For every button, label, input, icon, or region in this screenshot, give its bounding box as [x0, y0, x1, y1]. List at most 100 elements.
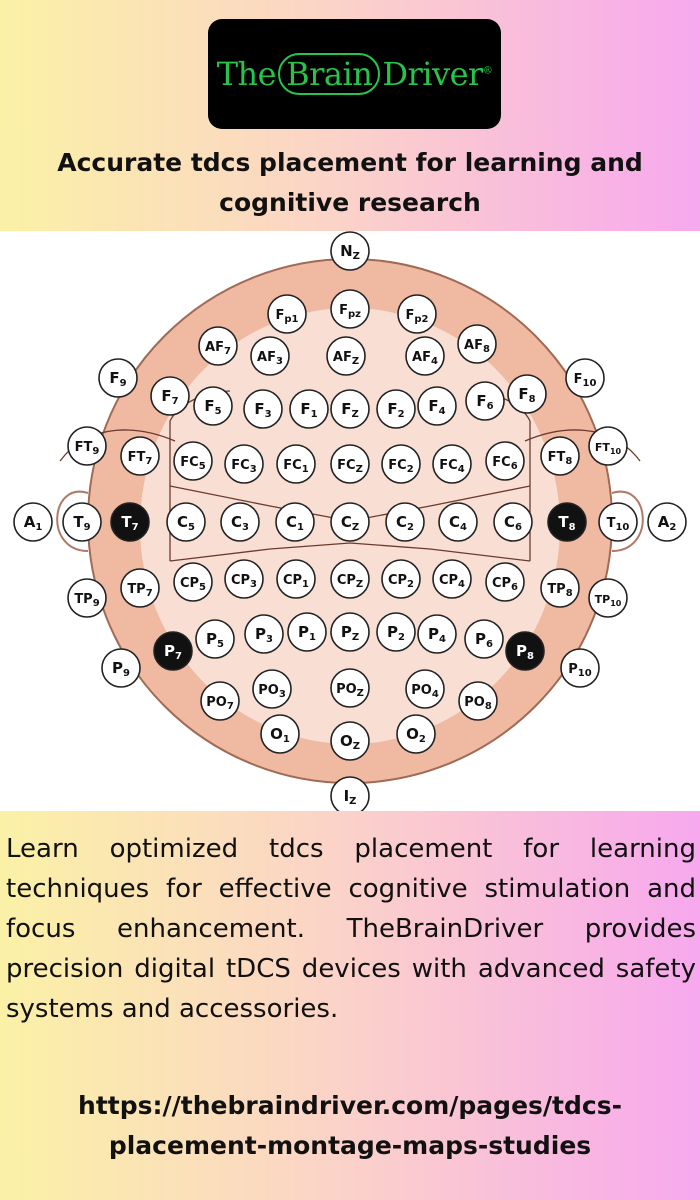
electrode-p2: P2	[376, 612, 416, 652]
electrode-fc6-label: FC6	[492, 455, 517, 472]
electrode-af7: AF7	[198, 326, 238, 366]
electrode-ft8-marker	[540, 436, 580, 476]
electrode-f4: F4	[417, 386, 457, 426]
electrode-nz-marker	[330, 231, 370, 271]
electrode-fz-marker	[330, 389, 370, 429]
electrode-p6-label: P6	[475, 630, 493, 650]
electrode-ft8: FT8	[540, 436, 580, 476]
electrode-nz: NZ	[330, 231, 370, 271]
electrode-cp2-marker	[381, 559, 421, 599]
electrode-p4-label: P4	[428, 625, 446, 645]
electrode-c3: C3	[220, 502, 260, 542]
website-link[interactable]: https://thebraindriver.com/pages/tdcs-pl…	[78, 1091, 622, 1160]
electrode-t8: T8	[547, 502, 587, 542]
electrode-po7-label: PO7	[206, 695, 234, 712]
electrode-tp9-marker	[67, 578, 107, 618]
electrode-c4-marker	[438, 502, 478, 542]
electrode-f4-label: F4	[428, 397, 445, 417]
electrode-po3-label: PO3	[258, 683, 286, 700]
electrode-fc2: FC2	[381, 444, 421, 484]
electrode-cp4-marker	[432, 559, 472, 599]
electrode-fc2-label: FC2	[388, 458, 413, 475]
electrode-p9-marker	[101, 648, 141, 688]
electrode-fc4-label: FC4	[439, 458, 464, 475]
electrode-fc6: FC6	[485, 441, 525, 481]
electrode-fc3: FC3	[224, 444, 264, 484]
electrode-fc4-marker	[432, 444, 472, 484]
electrode-f3: F3	[243, 389, 283, 429]
electrode-tp8: TP8	[540, 568, 580, 608]
electrode-f3-marker	[243, 389, 283, 429]
headline: Accurate tdcs placement for learning and…	[57, 148, 643, 217]
electrode-c1-marker	[275, 502, 315, 542]
logo-text-the: The	[216, 55, 277, 93]
electrode-p1-marker	[287, 612, 327, 652]
electrode-fc4: FC4	[432, 444, 472, 484]
electrode-tp10: TP10	[588, 578, 628, 618]
electrode-tp7-marker	[120, 568, 160, 608]
electrode-o1-label: O1	[270, 725, 290, 745]
electrode-t8-label: T8	[558, 513, 575, 533]
electrode-fpz: Fpz	[330, 289, 370, 329]
electrode-p10: P10	[560, 648, 600, 688]
electrode-p7-marker	[153, 631, 193, 671]
electrode-f9-marker	[98, 358, 138, 398]
electrode-fp2: Fp2	[397, 294, 437, 334]
electrode-cz-label: CZ	[341, 513, 359, 533]
electrode-p1: P1	[287, 612, 327, 652]
electrode-af7-marker	[198, 326, 238, 366]
electrode-a2: A2	[647, 502, 687, 542]
electrode-po4-label: PO4	[411, 683, 439, 700]
electrode-af4: AF4	[405, 336, 445, 376]
electrode-t9-marker	[62, 502, 102, 542]
electrode-f6-label: F6	[476, 392, 493, 412]
electrode-p3: P3	[244, 614, 284, 654]
electrode-tp7-label: TP7	[127, 582, 152, 599]
electrode-fcz-label: FCZ	[337, 458, 363, 475]
electrode-f10-label: F10	[574, 372, 597, 389]
electrode-t9-label: T9	[73, 513, 90, 533]
electrode-c4: C4	[438, 502, 478, 542]
electrode-o2: O2	[396, 714, 436, 754]
electrode-c4-label: C4	[449, 513, 467, 533]
electrode-cp6-label: CP6	[492, 576, 518, 593]
electrode-cz: CZ	[330, 502, 370, 542]
electrode-cp2: CP2	[381, 559, 421, 599]
electrode-af8: AF8	[457, 324, 497, 364]
electrode-c2-marker	[385, 502, 425, 542]
electrode-cp3: CP3	[224, 559, 264, 599]
electrode-cp5-label: CP5	[180, 576, 206, 593]
electrode-iz-label: IZ	[344, 787, 357, 807]
electrode-f7-label: F7	[161, 387, 178, 407]
right-ear	[611, 490, 644, 552]
electrode-fc1-label: FC1	[283, 458, 308, 475]
electrode-p10-marker	[560, 648, 600, 688]
electrode-c2: C2	[385, 502, 425, 542]
electrode-f8-label: F8	[518, 385, 535, 405]
electrode-po3-marker	[252, 669, 292, 709]
electrode-tp8-marker	[540, 568, 580, 608]
electrode-cp3-marker	[224, 559, 264, 599]
electrode-nz-label: NZ	[340, 242, 360, 262]
electrode-fp2-label: Fp2	[405, 308, 428, 325]
electrode-f7-marker	[150, 376, 190, 416]
electrode-f10: F10	[565, 358, 605, 398]
electrode-afz-marker	[326, 336, 366, 376]
electrode-iz-marker	[330, 776, 370, 811]
electrode-po4-marker	[405, 669, 445, 709]
electrode-fp2-marker	[397, 294, 437, 334]
electrode-a2-marker	[647, 502, 687, 542]
electrode-f2: F2	[376, 389, 416, 429]
electrode-p5: P5	[195, 619, 235, 659]
electrode-f2-marker	[376, 389, 416, 429]
electrode-c3-label: C3	[231, 513, 249, 533]
electrode-cp1-marker	[276, 559, 316, 599]
electrode-f1-marker	[289, 389, 329, 429]
logo-brain-icon: Brain	[278, 53, 381, 95]
electrode-f5-label: F5	[204, 397, 221, 417]
electrode-oz: OZ	[330, 721, 370, 761]
electrode-cp6: CP6	[485, 562, 525, 602]
electrode-ft7: FT7	[120, 436, 160, 476]
electrode-cpz: CPZ	[330, 559, 370, 599]
